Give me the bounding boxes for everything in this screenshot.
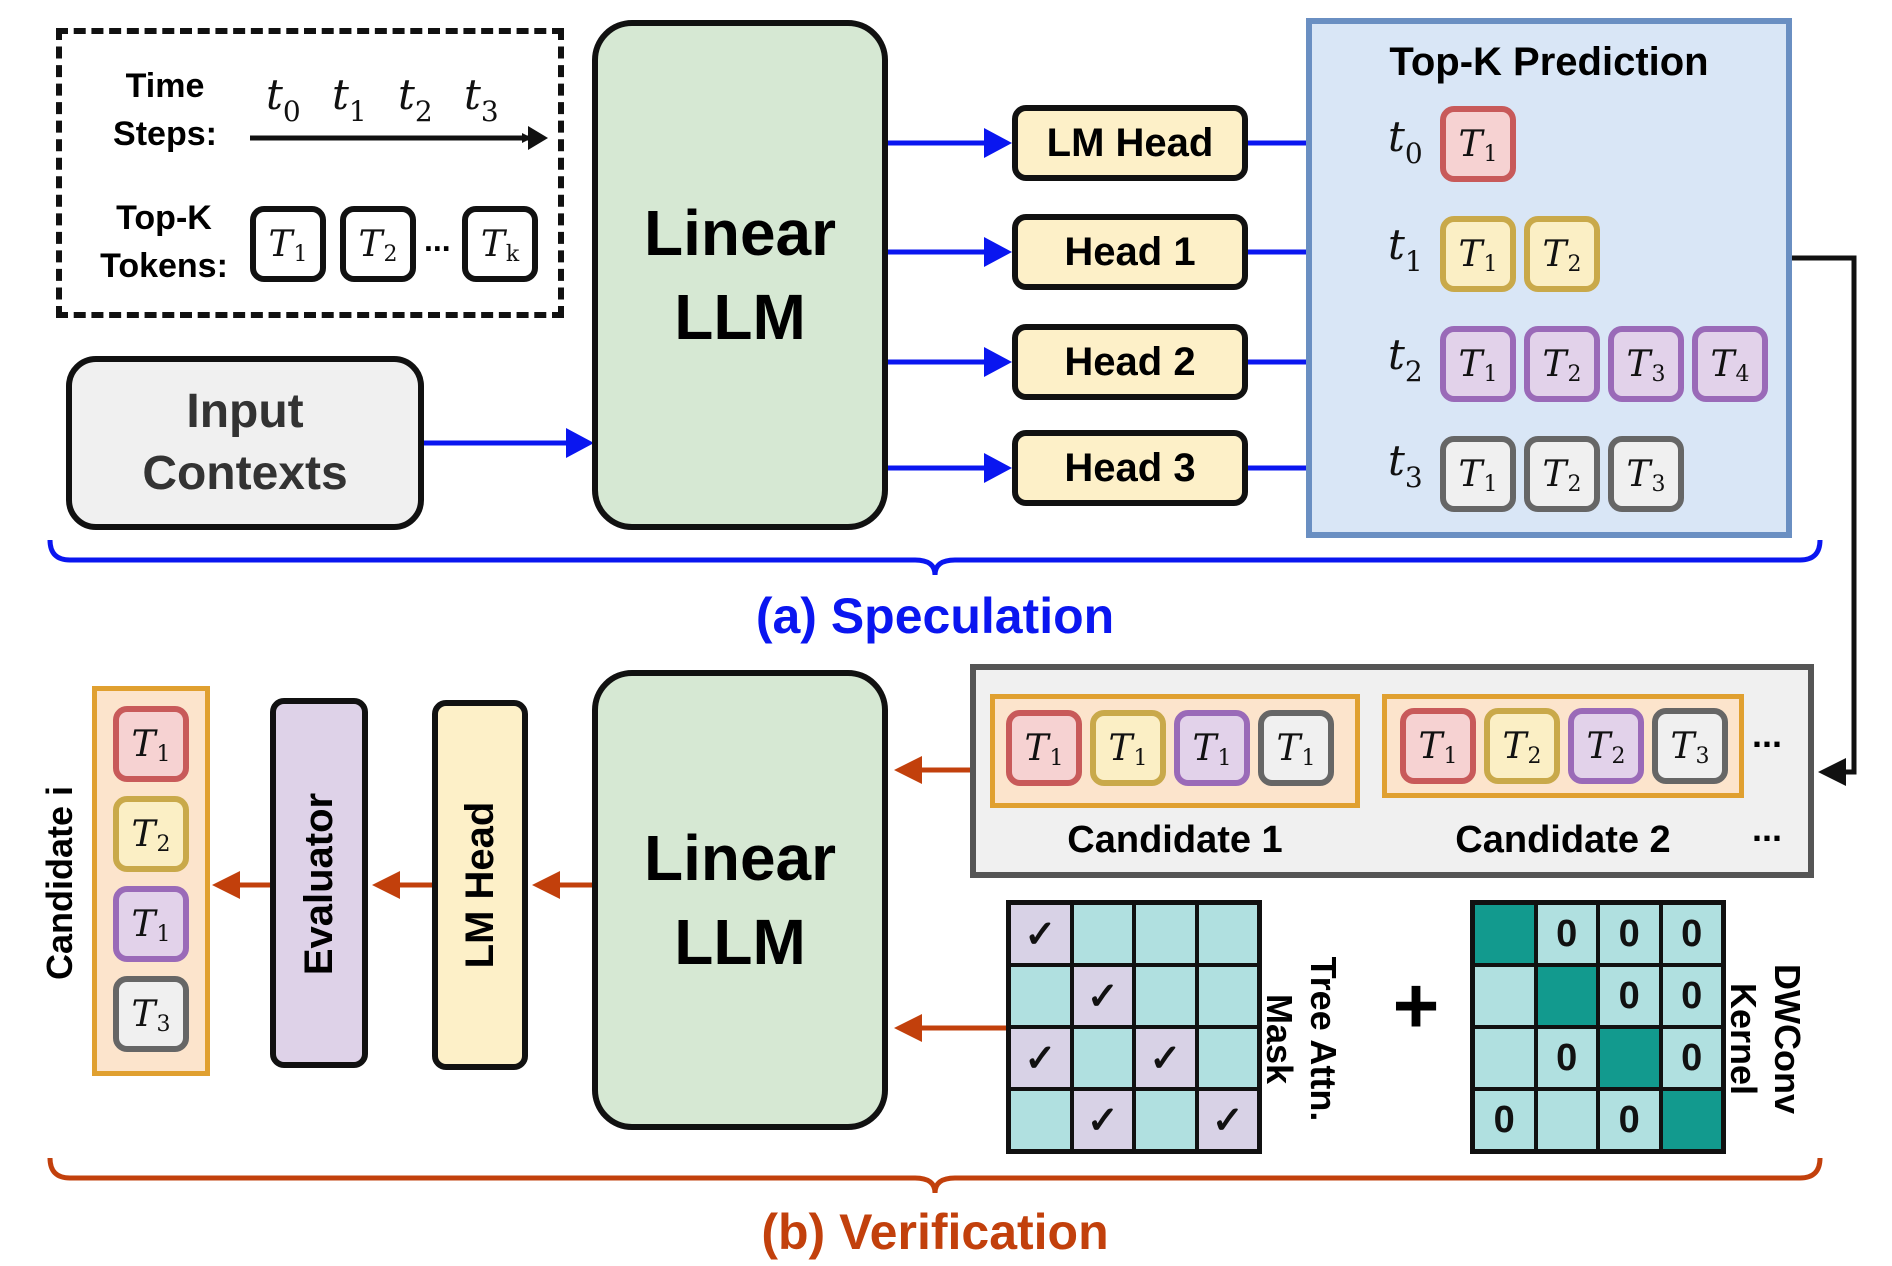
legend-box	[56, 28, 564, 318]
kernel-cell: 0	[1598, 903, 1661, 965]
candidates-ellipsis-bottom: ...	[1752, 808, 1783, 849]
verification-label: (b) Verification	[761, 1204, 1109, 1260]
mask-cell	[1071, 1027, 1134, 1089]
mask-cell: ✓	[1134, 1027, 1197, 1089]
time-tick-1: t1	[332, 70, 367, 128]
evaluator-box	[270, 698, 368, 1068]
candidate-i-label: Candidate i	[39, 785, 80, 981]
candidates-ellipsis-top: ...	[1752, 714, 1783, 755]
kernel-cell	[1535, 965, 1598, 1027]
kernel-cell: 0	[1473, 1089, 1536, 1151]
mask-cell	[1196, 903, 1259, 965]
topk-prediction-title: Top-K Prediction	[1389, 39, 1709, 84]
head-3: Head 3	[1012, 430, 1248, 506]
lm-head: LM Head	[1012, 105, 1248, 181]
kernel-cell: 0	[1660, 965, 1723, 1027]
pred-row-0-label: t0	[1388, 112, 1423, 170]
mask-cell: ✓	[1196, 1089, 1259, 1151]
mask-cell: ✓	[1071, 965, 1134, 1027]
plus-sign: +	[1392, 961, 1440, 1050]
dwconv-kernel-label: DWConv Kernel	[1723, 964, 1808, 1114]
dwconv-kernel-grid: 0 0 0 0 0 0 0 0 0	[1470, 900, 1726, 1154]
mask-cell: ✓	[1071, 1089, 1134, 1151]
mask-cell	[1009, 965, 1072, 1027]
lm-head-verification-box	[432, 700, 528, 1070]
mask-cell	[1134, 965, 1197, 1027]
kernel-cell	[1660, 1089, 1723, 1151]
verification-brace	[47, 1157, 1823, 1194]
mask-cell	[1196, 1027, 1259, 1089]
pred-row-1-label: t1	[1388, 220, 1423, 278]
kernel-cell	[1598, 1027, 1661, 1089]
pred-row-3-label: t3	[1388, 436, 1423, 494]
kernel-cell	[1473, 1027, 1536, 1089]
kernel-cell	[1535, 1089, 1598, 1151]
lm-head-verification-label: LM Head	[457, 801, 502, 969]
mask-cell	[1071, 903, 1134, 965]
mask-cell	[1196, 965, 1259, 1027]
speculation-brace	[47, 539, 1823, 576]
linear-llm-speculation: Linear LLM	[592, 20, 888, 530]
kernel-cell: 0	[1535, 1027, 1598, 1089]
input-contexts-box: Input Contexts	[66, 356, 424, 530]
head-2: Head 2	[1012, 324, 1248, 400]
time-steps-label: Time Steps:	[113, 67, 217, 153]
kernel-cell: 0	[1660, 1027, 1723, 1089]
kernel-cell: 0	[1598, 1089, 1661, 1151]
time-tick-0: t0	[266, 70, 301, 128]
time-tick-3: t3	[464, 70, 499, 128]
candidate-1-label: Candidate 1	[1067, 818, 1283, 861]
legend-ellipsis: ...	[424, 222, 451, 258]
mask-cell	[1009, 1089, 1072, 1151]
kernel-cell	[1473, 965, 1536, 1027]
candidate-2-label: Candidate 2	[1455, 818, 1671, 861]
mask-cell	[1134, 1089, 1197, 1151]
time-tick-2: t2	[398, 70, 433, 128]
head-1: Head 1	[1012, 214, 1248, 290]
mask-cell	[1134, 903, 1197, 965]
speculation-label: (a) Speculation	[755, 588, 1115, 644]
topk-tokens-label: Top-K Tokens:	[100, 199, 228, 285]
kernel-cell: 0	[1660, 903, 1723, 965]
mask-cell: ✓	[1009, 1027, 1072, 1089]
kernel-cell: 0	[1535, 903, 1598, 965]
pred-row-2-label: t2	[1388, 330, 1423, 388]
kernel-cell	[1473, 903, 1536, 965]
linear-llm-verification: Linear LLM	[592, 670, 888, 1130]
evaluator-label: Evaluator	[296, 792, 341, 976]
kernel-cell: 0	[1598, 965, 1661, 1027]
tree-attn-mask-grid: ✓ ✓ ✓ ✓ ✓ ✓	[1006, 900, 1262, 1154]
mask-cell: ✓	[1009, 903, 1072, 965]
topk-to-candidates-connector	[1792, 255, 1857, 775]
tree-attn-mask-label: Tree Attn. Mask	[1259, 956, 1344, 1122]
